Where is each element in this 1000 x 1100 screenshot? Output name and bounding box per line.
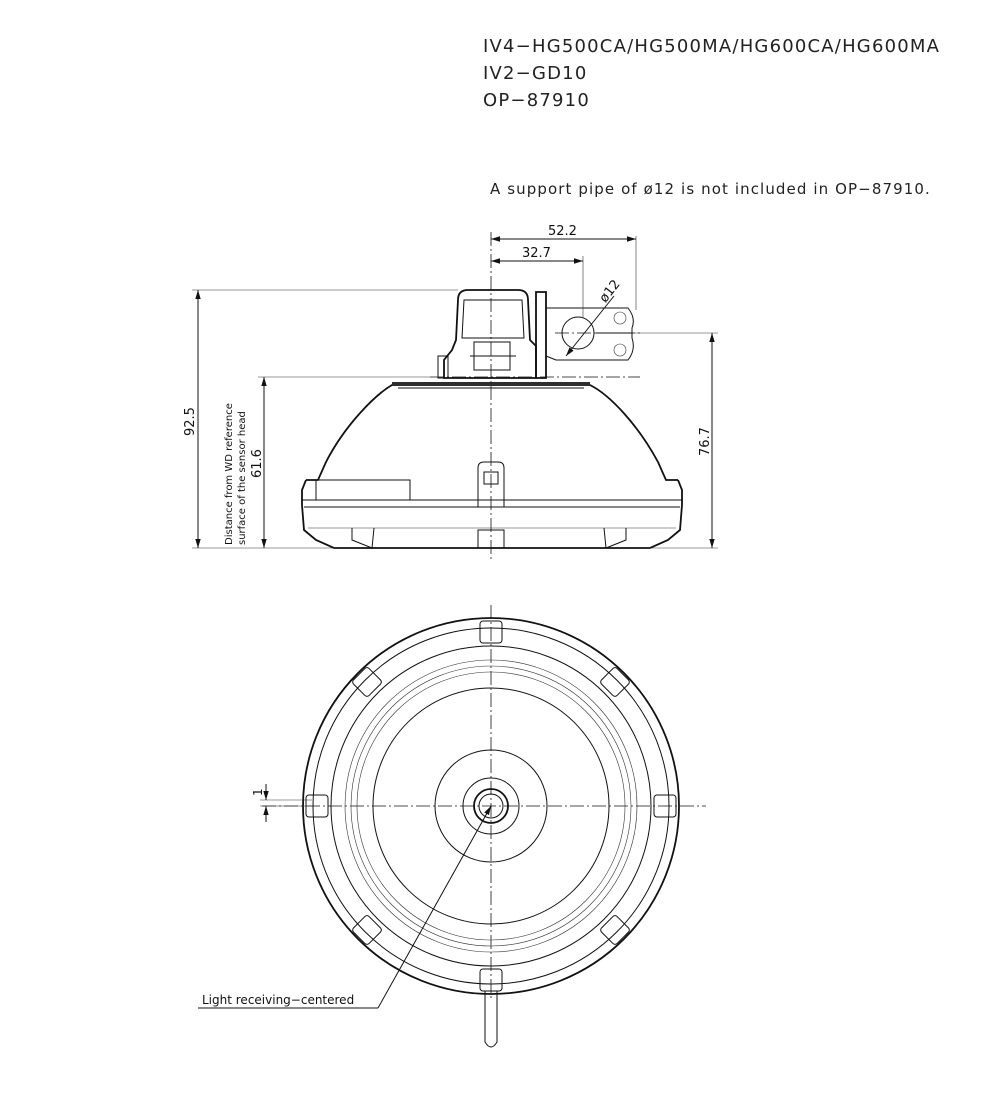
rim-clips <box>305 620 677 992</box>
clamp-bracket <box>535 291 547 379</box>
support-pipe <box>484 991 498 1048</box>
sensor-head-body <box>443 289 537 379</box>
wd-note-line2: surface of the sensor head <box>237 411 248 545</box>
foot-center <box>477 529 505 549</box>
model-list-title: IV4−HG500CA/HG500MA/HG600CA/HG600MA <box>483 36 941 57</box>
support-pipe-note: A support pipe of ø12 is not included in… <box>490 180 931 198</box>
ring-7 <box>372 687 610 925</box>
ring-5 <box>350 665 632 947</box>
foot-left <box>351 527 375 549</box>
ring-4 <box>344 659 638 953</box>
dim-61-6-label: 61.6 <box>250 449 265 478</box>
option-part-title: OP−87910 <box>483 90 590 111</box>
ring-8 <box>434 749 548 863</box>
model-guard-title: IV2−GD10 <box>483 63 588 84</box>
dim-phi12-label: ø12 <box>597 277 624 306</box>
ring-3 <box>330 645 652 967</box>
clip-top-left <box>352 667 382 697</box>
side-view: 52.2 32.7 ø12 92.5 61.6 Distance from WD… <box>183 224 718 562</box>
center-boss <box>477 461 505 507</box>
outer-ring-inner <box>312 627 670 985</box>
dim-52-2-label: 52.2 <box>548 224 577 239</box>
top-view: 1 Light receiving−centered <box>198 605 706 1048</box>
label-plate <box>315 479 411 501</box>
dim-phi12-leader <box>565 295 615 357</box>
ring-9 <box>462 777 520 835</box>
center-boss-inner <box>483 471 499 485</box>
dim-76-7-label: 76.7 <box>698 427 713 456</box>
clip-top-right <box>600 667 630 697</box>
base-rim <box>301 479 683 549</box>
clip-top <box>479 620 503 644</box>
sensor-head-foot <box>437 355 449 379</box>
clip-bottom-left <box>352 915 382 945</box>
dome-outline <box>306 384 678 481</box>
wd-note-line1: Distance from WD reference <box>224 403 235 545</box>
clamp-screw-2 <box>613 343 627 357</box>
clip-bottom <box>479 968 503 992</box>
dim-92-5-label: 92.5 <box>183 407 198 436</box>
ring-6 <box>356 671 626 941</box>
dim-32-7-label: 32.7 <box>522 246 551 261</box>
clamp-arm <box>545 307 634 361</box>
light-center-leader <box>377 805 492 1009</box>
center-lens <box>478 793 504 819</box>
foot-right <box>603 527 627 549</box>
light-center-label: Light receiving−centered <box>202 993 354 1007</box>
clamp-pipe-hole <box>561 316 595 350</box>
clip-right <box>653 794 677 818</box>
dim-1-label: 1 <box>251 788 265 796</box>
center-lens-ring <box>473 788 509 824</box>
sensor-head-inner <box>461 299 525 339</box>
clamp-screw-1 <box>613 311 627 325</box>
clip-bottom-right <box>600 915 630 945</box>
